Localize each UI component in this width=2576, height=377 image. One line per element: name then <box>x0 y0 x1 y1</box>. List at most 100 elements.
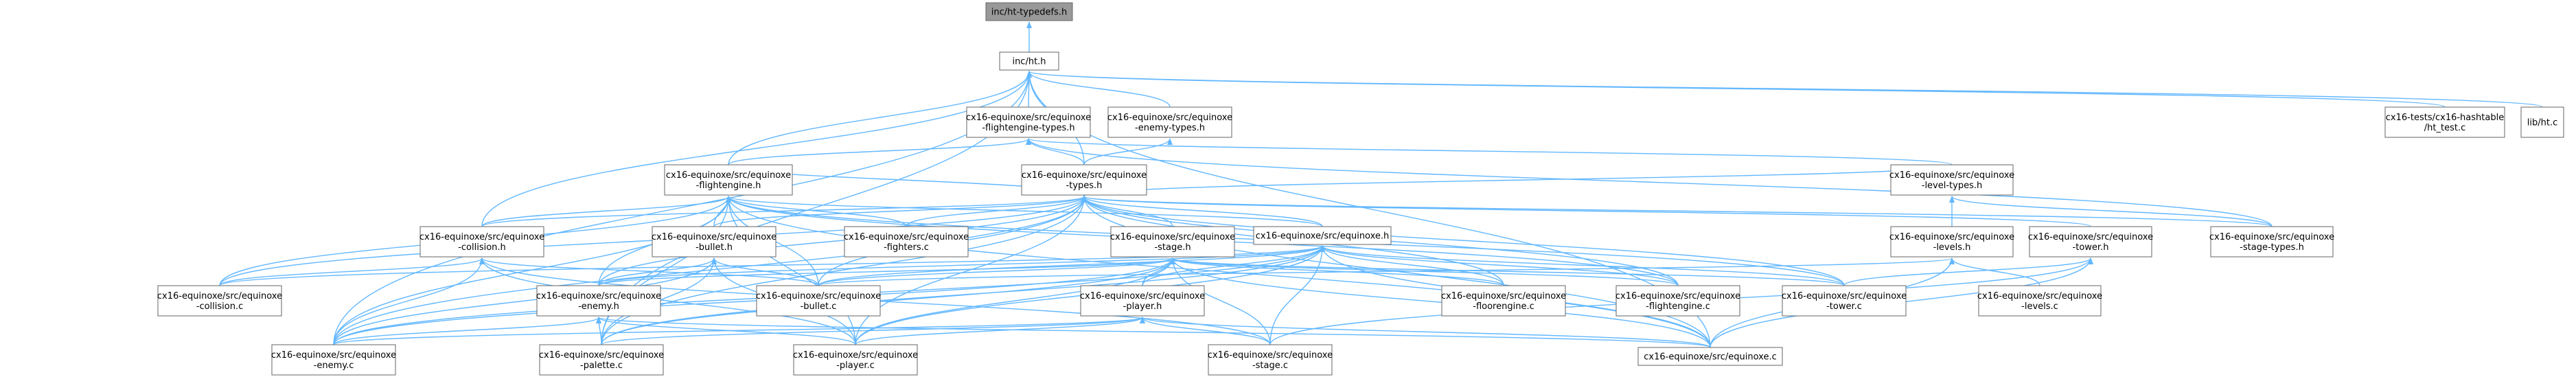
edge-stage_types-to-fe_types <box>1026 138 2273 227</box>
node-stage_c[interactable]: cx16-equinoxe/src/equinoxe-stage.c <box>1208 344 1333 376</box>
edge-lib_ht-to-ht_h <box>1026 71 2543 108</box>
node-stage_h[interactable]: cx16-equinoxe/src/equinoxe-stage.h <box>1110 226 1235 258</box>
edge-enemy_c-to-enemy_h <box>333 317 601 345</box>
node-box <box>271 344 396 376</box>
node-lib_ht[interactable]: lib/ht.c <box>2520 106 2564 138</box>
node-box <box>157 285 282 317</box>
node-bullet_h[interactable]: cx16-equinoxe/src/equinoxe-bullet.h <box>652 226 777 258</box>
edge-equinoxe_c-to-player_h <box>1140 317 1711 348</box>
node-box <box>844 226 969 258</box>
node-label: -level-types.h <box>1922 181 1982 191</box>
node-fe_h[interactable]: cx16-equinoxe/src/equinoxe-flightengine.… <box>664 164 793 196</box>
edge-equinoxe_h-to-fe_h <box>726 196 1323 227</box>
node-box <box>1208 344 1333 376</box>
node-label: cx16-equinoxe/src/equinoxe <box>1889 232 2014 242</box>
node-label: cx16-equinoxe/src/equinoxe <box>844 232 969 242</box>
edge-enemy_h-to-stage_h <box>598 258 1175 286</box>
edge-tower_c-to-equinoxe_h <box>1320 245 1845 286</box>
node-levels_c[interactable]: cx16-equinoxe/src/equinoxe-levels.c <box>1977 285 2102 317</box>
edge-enemy_h-to-equinoxe_h <box>598 245 1325 286</box>
node-label: -flightengine-types.h <box>982 123 1074 133</box>
node-box <box>2029 226 2152 258</box>
node-label: cx16-equinoxe/src/equinoxe <box>2028 232 2153 242</box>
node-fe_types[interactable]: cx16-equinoxe/src/equinoxe-flightengine-… <box>966 106 1091 138</box>
node-label: cx16-equinoxe/src/equinoxe.c <box>1644 352 1776 363</box>
node-label: cx16-equinoxe/src/equinoxe <box>756 291 881 301</box>
edge-player_h-to-equinoxe_h <box>1142 245 1325 286</box>
edge-stage_types-to-level_types <box>1949 196 2273 227</box>
node-bullet_c[interactable]: cx16-equinoxe/src/equinoxe-bullet.c <box>756 285 881 317</box>
node-box <box>1110 226 1235 258</box>
edge-fe_h-to-fe_types <box>728 138 1031 165</box>
node-label: -collision.c <box>196 301 244 312</box>
node-flightengine_c[interactable]: cx16-equinoxe/src/equinoxe-flightengine.… <box>1615 285 1740 317</box>
node-root[interactable]: inc/ht-typedefs.h <box>985 2 1073 21</box>
edge-bullet_c-to-stage_h <box>818 258 1175 286</box>
node-label: cx16-equinoxe/src/equinoxe <box>1107 113 1232 123</box>
node-label: lib/ht.c <box>2527 118 2557 128</box>
edge-player_c-to-stage_h <box>855 258 1175 345</box>
node-label: -flightengine.h <box>696 181 761 191</box>
edge-types_h-to-enemy_types <box>1083 138 1173 165</box>
edge-floorengine_c-to-stage_h <box>1170 258 1504 286</box>
node-label: inc/ht.h <box>1012 57 1046 67</box>
node-box <box>664 164 793 196</box>
node-label: cx16-equinoxe/src/equinoxe <box>666 170 791 181</box>
node-label: -levels.h <box>1933 242 1971 253</box>
node-player_h[interactable]: cx16-equinoxe/src/equinoxe-player.h <box>1080 285 1205 317</box>
node-label: -enemy.c <box>314 361 354 371</box>
edge-player_c-to-types_h <box>855 196 1087 345</box>
edge-bullet_c-to-equinoxe_h <box>818 245 1325 286</box>
node-floorengine_c[interactable]: cx16-equinoxe/src/equinoxe-floorengine.c <box>1441 285 1566 317</box>
node-label: -floorengine.c <box>1473 301 1534 312</box>
edge-player_c-to-player_h <box>855 317 1145 345</box>
node-fighters_c[interactable]: cx16-equinoxe/src/equinoxe-fighters.c <box>844 226 969 258</box>
node-palette_c[interactable]: cx16-equinoxe/src/equinoxe-palette.c <box>539 344 664 376</box>
edge-collision_h-to-types_h <box>481 196 1087 227</box>
node-box <box>1637 347 1783 366</box>
node-label: cx16-equinoxe/src/equinoxe <box>1208 350 1333 361</box>
node-tower_h[interactable]: cx16-equinoxe/src/equinoxe-tower.h <box>2028 226 2153 258</box>
node-label: cx16-equinoxe/src/equinoxe <box>539 350 664 361</box>
edge-flightengine_c-to-stage_h <box>1170 258 1679 286</box>
node-collision_c[interactable]: cx16-equinoxe/src/equinoxe-collision.c <box>157 285 282 317</box>
node-box <box>1890 226 2014 258</box>
edge-bullet_c-to-levels_h <box>818 258 1955 286</box>
node-label: -bullet.h <box>695 242 733 253</box>
node-label: -tower.h <box>2073 242 2109 253</box>
node-box <box>536 285 661 317</box>
edge-tower_h-to-types_h <box>1081 196 2091 227</box>
node-box <box>1253 226 1392 245</box>
node-player_c[interactable]: cx16-equinoxe/src/equinoxe-player.c <box>793 344 918 376</box>
node-enemy_h[interactable]: cx16-equinoxe/src/equinoxe-enemy.h <box>536 285 661 317</box>
node-box <box>2384 106 2505 138</box>
edge-collision_h-to-fe_h <box>481 196 731 227</box>
node-stage_types[interactable]: cx16-equinoxe/src/equinoxe-stage-types.h <box>2209 226 2334 258</box>
node-label: -bullet.c <box>801 301 837 312</box>
node-label: cx16-equinoxe/src/equinoxe <box>536 291 661 301</box>
edge-collision_c-to-collision_h <box>219 258 485 286</box>
node-label: cx16-equinoxe/src/equinoxe <box>652 232 777 242</box>
node-equinoxe_h[interactable]: cx16-equinoxe/src/equinoxe.h <box>1253 226 1392 245</box>
node-collision_h[interactable]: cx16-equinoxe/src/equinoxe-collision.h <box>419 226 544 258</box>
node-box <box>999 52 1059 71</box>
node-box <box>539 344 664 376</box>
node-box <box>966 106 1091 138</box>
node-level_types[interactable]: cx16-equinoxe/src/equinoxe-level-types.h <box>1889 164 2014 196</box>
edge-stage_c-to-equinoxe_h <box>1269 245 1325 345</box>
node-tower_c[interactable]: cx16-equinoxe/src/equinoxe-tower.c <box>1782 285 1907 317</box>
node-enemy_c[interactable]: cx16-equinoxe/src/equinoxe-enemy.c <box>271 344 396 376</box>
node-levels_h[interactable]: cx16-equinoxe/src/equinoxe-levels.h <box>1889 226 2014 258</box>
node-enemy_types[interactable]: cx16-equinoxe/src/equinoxe-enemy-types.h <box>1107 106 1232 138</box>
node-types_h[interactable]: cx16-equinoxe/src/equinoxe-types.h <box>1021 164 1147 196</box>
edge-palette_c-to-enemy_h <box>596 317 602 345</box>
edge-ht_test-to-ht_h <box>1026 71 2446 108</box>
node-label: -collision.h <box>458 242 506 253</box>
node-ht_test[interactable]: cx16-tests/cx16-hashtable/ht_test.c <box>2384 106 2505 138</box>
edge-equinoxe_c-to-fe_h <box>726 196 1711 348</box>
node-label: -enemy.h <box>578 301 619 312</box>
node-ht_h[interactable]: inc/ht.h <box>999 52 1059 71</box>
node-equinoxe_c[interactable]: cx16-equinoxe/src/equinoxe.c <box>1637 347 1783 366</box>
edge-fighters_c-to-fe_h <box>726 196 907 227</box>
